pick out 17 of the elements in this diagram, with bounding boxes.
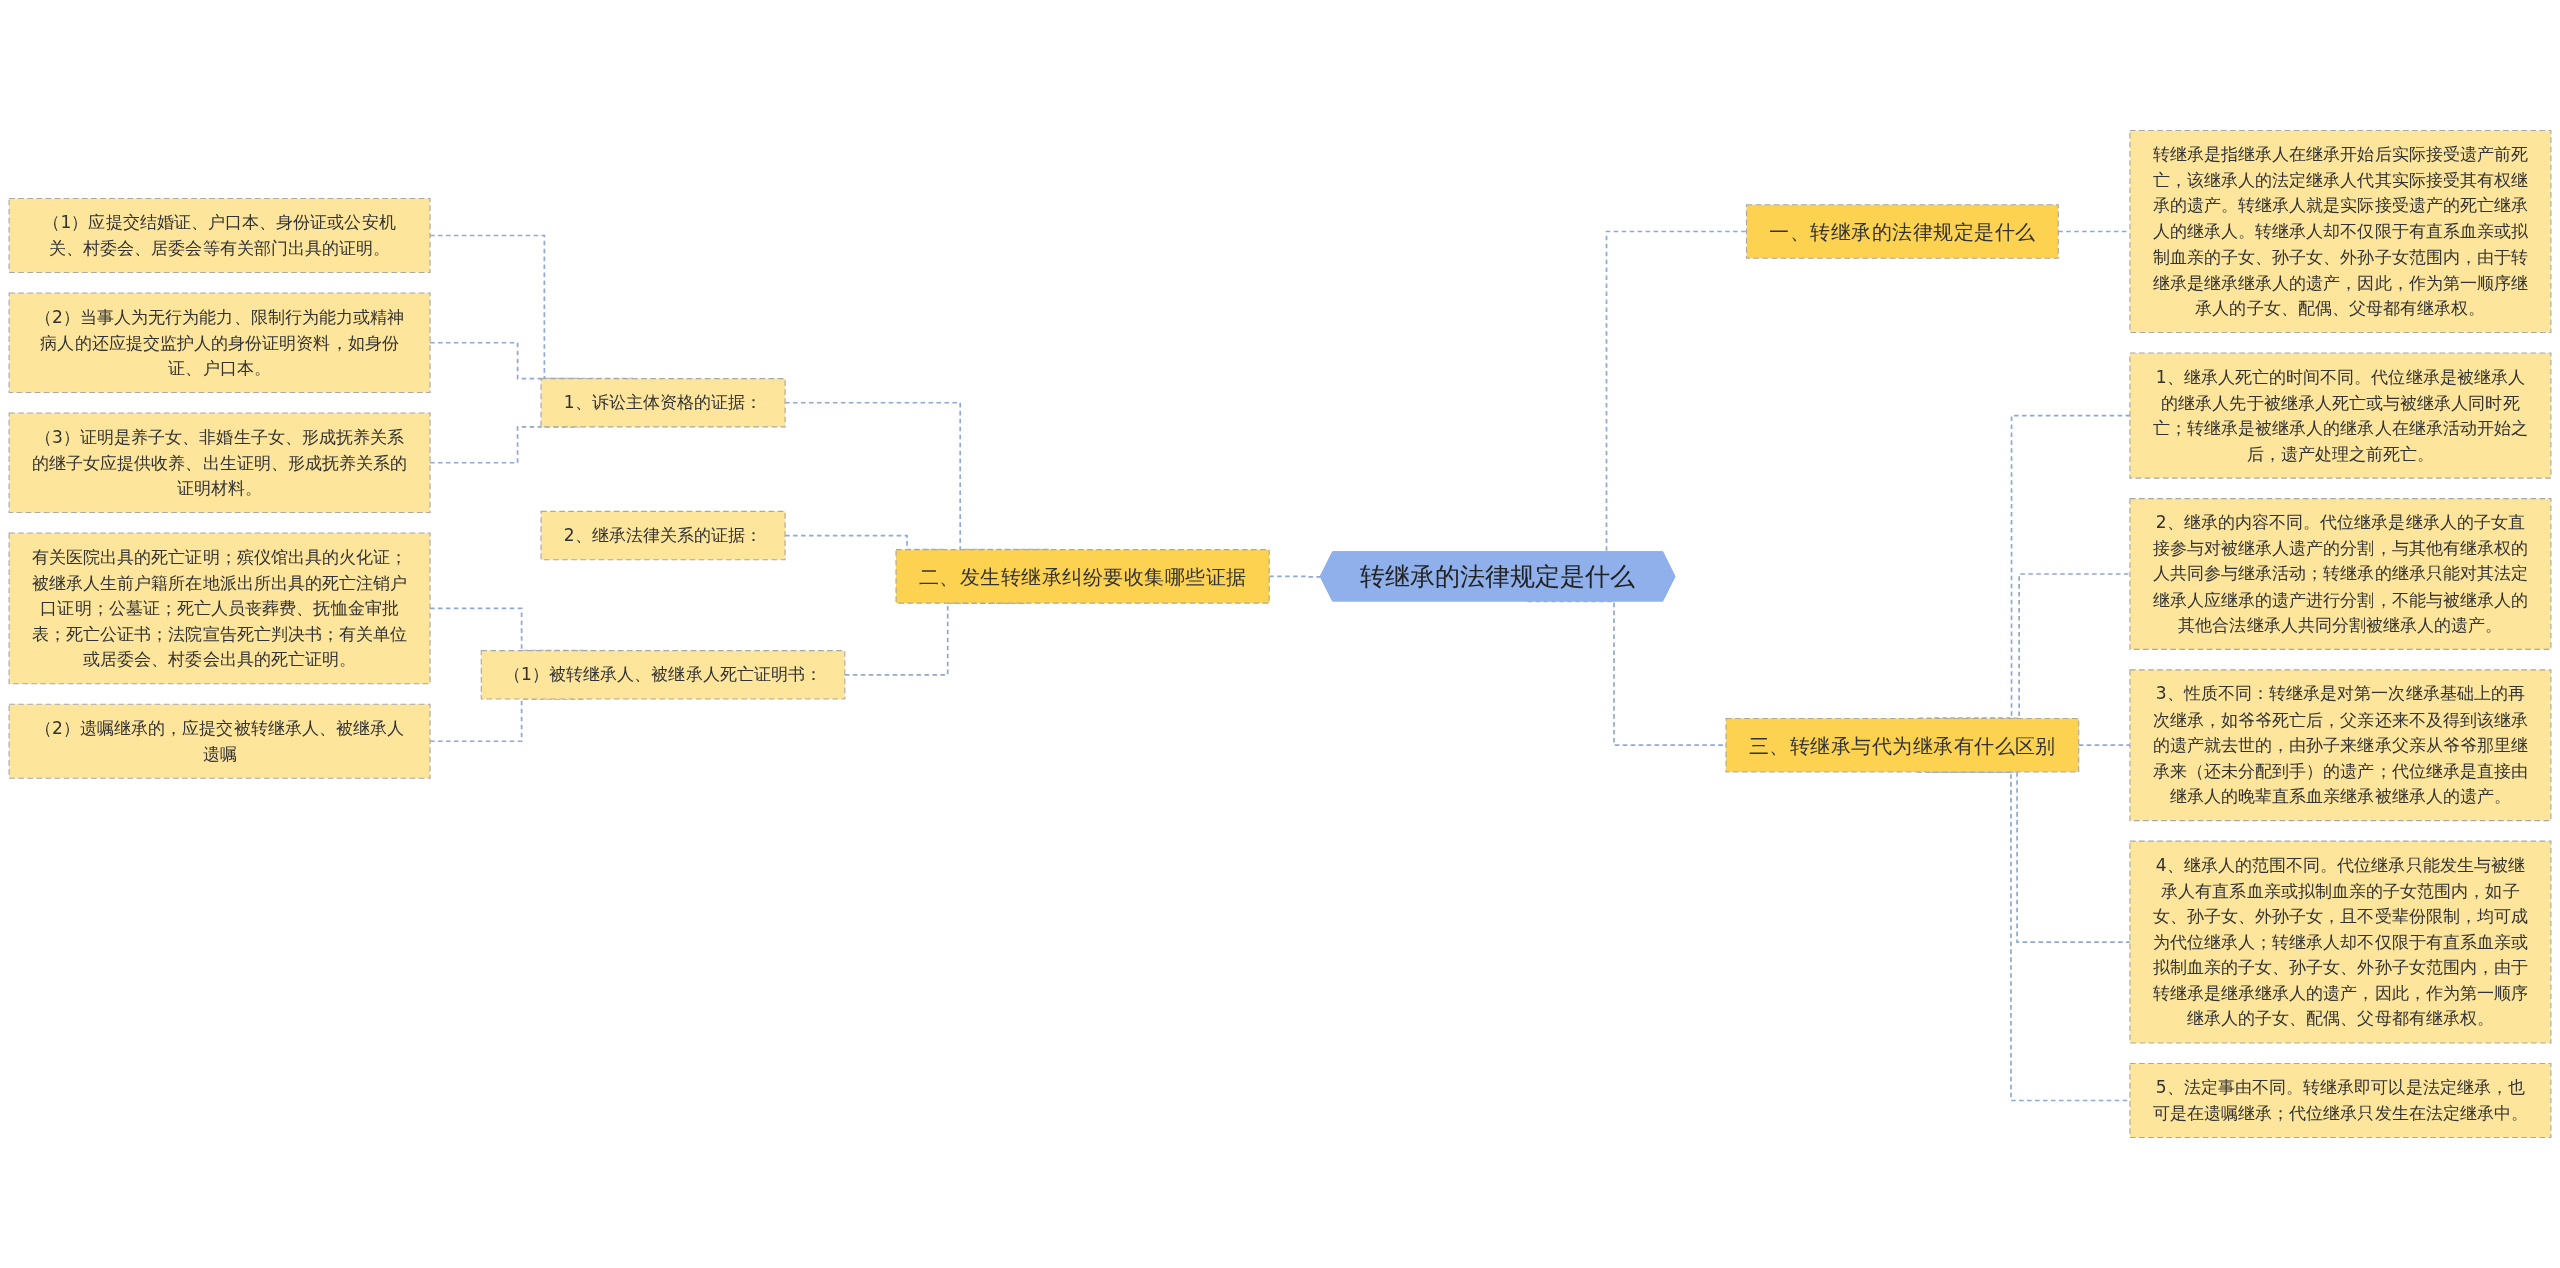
node-box: 2、继承的内容不同。代位继承是继承人的子女直接参与对被继承人遗产的分割，与其他有继承权的人共同参与继承活动；转继承的继承只能对其法定继承人应继承的遗产进行分割，不能与被继承人的其他合法继承人共同分割被继承人的遗产。: [2129, 498, 2552, 650]
node-box: 4、继承人的范围不同。代位继承只能发生与被继承人有直系血亲或拟制血亲的子女范围内，如子女、孙子女、外孙子女，且不受辈份限制，均可成为代位继承人；转继承人却不仅限于有直系血亲或拟制血亲的子女、孙子女、外孙子女范围内，由于转继承是继承继承人的遗产，因此，作为第一顺序继承人的子女、配偶、父母都有继承权。: [2129, 840, 2552, 1044]
node-box: （2）遗嘱继承的，应提交被转继承人、被继承人遗嘱: [8, 703, 431, 779]
node-box: （1）应提交结婚证、户口本、身份证或公安机关、村委会、居委会等有关部门出具的证明。: [8, 197, 431, 274]
node-box: 1、继承人死亡的时间不同。代位继承是被继承人的继承人先于被继承人死亡或与被继承人同时死亡；转继承是被继承人的继承人在继承活动开始之后，遗产处理之前死亡。: [2129, 352, 2552, 479]
node-box: 2、继承法律关系的证据：: [540, 510, 786, 561]
node-box: 转继承是指继承人在继承开始后实际接受遗产前死亡，该继承人的法定继承人代其实际接受其有权继承的遗产。转继承人就是实际接受遗产的死亡继承人的继承人。转继承人却不仅限于有直系血亲或拟制血亲的子女、孙子女、外孙子女范围内，由于转继承是继承继承人的遗产，因此，作为第一顺序继承人的子女、配偶、父母都有继承权。: [2129, 129, 2552, 334]
node-box: 5、法定事由不同。转继承即可以是法定继承，也可是在遗嘱继承；代位继承只发生在法定继承中。: [2129, 1062, 2552, 1139]
node-box: （3）证明是养子女、非婚生子女、形成抚养关系的继子女应提供收养、出生证明、形成抚养关系的证明材料。: [8, 412, 431, 514]
node-box: 有关医院出具的死亡证明；殡仪馆出具的火化证；被继承人生前户籍所在地派出所出具的死亡注销户口证明；公墓证；死亡人员丧葬费、抚恤金审批表；死亡公证书；法院宣告死亡判决书；有关单位或居委会、村委会出具的死亡证明。: [8, 532, 431, 685]
node-box: 三、转继承与代为继承有什么区别: [1725, 717, 2080, 773]
node-box: 3、性质不同：转继承是对第一次继承基础上的再次继承，如爷爷死亡后，父亲还来不及得到该继承的遗产就去世的，由孙子来继承父亲从爷爷那里继承来（还未分配到手）的遗产；代位继承是直接由继承人的晚辈直系血亲继承被继承人的遗产。: [2129, 669, 2552, 822]
node-box: 1、诉讼主体资格的证据：: [540, 378, 786, 428]
node-box: 一、转继承的法律规定是什么: [1745, 204, 2059, 259]
node-box: 二、发生转继承纠纷要收集哪些证据: [895, 549, 1270, 604]
node-box: （2）当事人为无行为能力、限制行为能力或精神病人的还应提交监护人的身份证明资料，如身份证、户口本。: [8, 292, 431, 394]
node-box: （1）被转继承人、被继承人死亡证明书：: [480, 650, 846, 700]
